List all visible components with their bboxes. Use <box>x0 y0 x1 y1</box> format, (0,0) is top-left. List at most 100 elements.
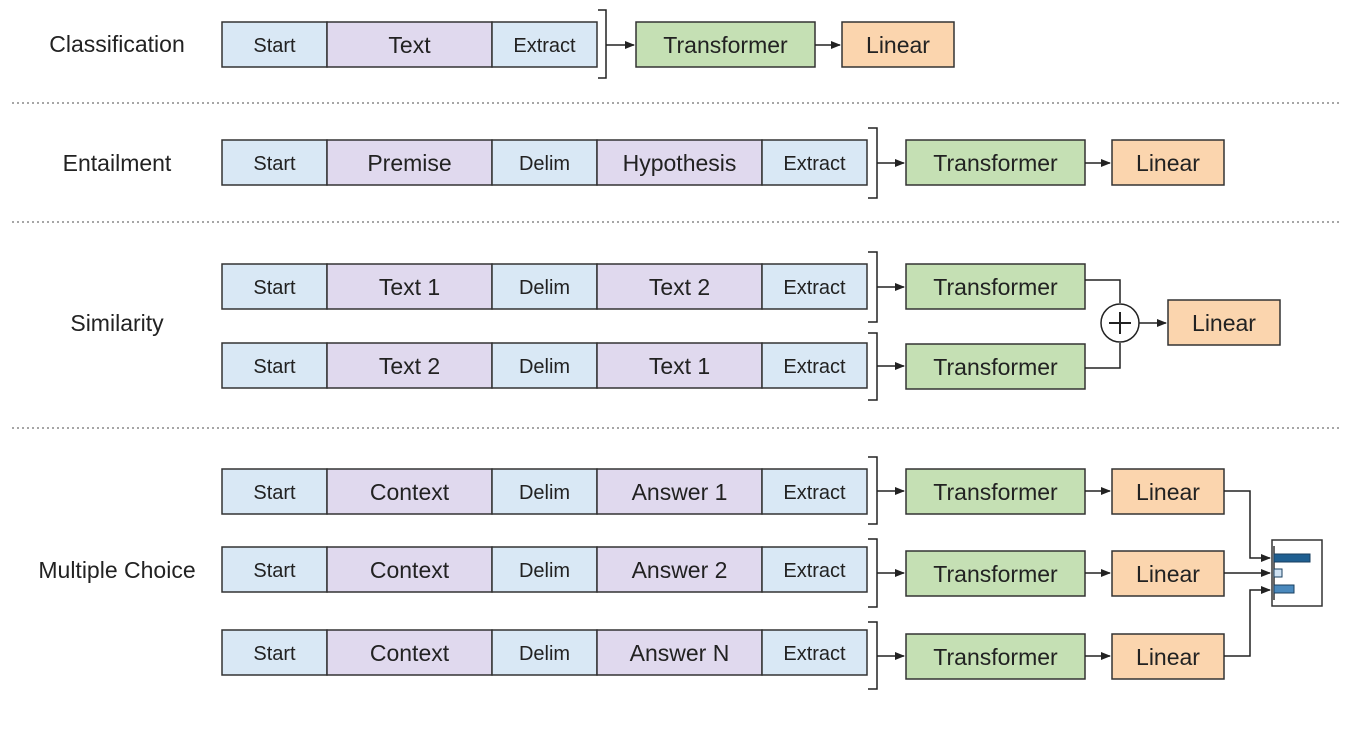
bracket <box>868 251 878 323</box>
token-start <box>221 263 328 310</box>
token-start <box>221 342 328 389</box>
linear-label: Linear <box>1136 561 1200 587</box>
token-text-2 <box>326 342 493 389</box>
token-start-label: Start <box>253 356 296 378</box>
task-label-multiple-choice: Multiple Choice <box>38 557 195 583</box>
token-premise-label: Premise <box>367 150 451 176</box>
token-extract-label: Extract <box>783 277 846 299</box>
linear-label: Linear <box>1136 479 1200 505</box>
transformer-label: Transformer <box>933 479 1058 505</box>
token-hypothesis <box>596 139 763 186</box>
transformer-block <box>635 21 816 68</box>
token-text-1-label: Text 1 <box>379 274 440 300</box>
token-context-label: Context <box>370 479 450 505</box>
token-text-1-label: Text 1 <box>649 353 710 379</box>
token-answer-n-label: Answer N <box>630 640 730 666</box>
softmax-bar <box>1273 568 1283 578</box>
token-text-label: Text <box>388 32 431 58</box>
transformer-block <box>905 343 1086 390</box>
token-delim-label: Delim <box>519 153 570 175</box>
token-context-label: Context <box>370 640 450 666</box>
linear-block <box>841 21 955 68</box>
transformer-block <box>905 139 1086 186</box>
entailment-row: Start Premise Delim Hypothesis Extract T… <box>221 127 1225 199</box>
token-text-2-label: Text 2 <box>649 274 710 300</box>
transformer-label: Transformer <box>933 150 1058 176</box>
similarity-row-2: Start Text 2 Delim Text 1 Extract Transf… <box>221 332 1086 401</box>
connector-line <box>1085 343 1121 369</box>
token-hypothesis-label: Hypothesis <box>623 150 737 176</box>
token-delim-label: Delim <box>519 356 570 378</box>
linear-label: Linear <box>866 32 930 58</box>
transformer-block <box>905 550 1086 597</box>
token-answer-1 <box>596 468 763 515</box>
token-context <box>326 468 493 515</box>
bracket <box>868 456 878 525</box>
similarity-row-1: Start Text 1 Delim Text 2 Extract Transf… <box>221 251 1086 323</box>
token-delim-label: Delim <box>519 643 570 665</box>
transformer-block <box>905 263 1086 310</box>
token-extract <box>761 263 868 310</box>
transformer-label: Transformer <box>663 32 788 58</box>
linear-block <box>1111 633 1225 680</box>
token-start <box>221 629 328 676</box>
bracket <box>598 9 607 79</box>
token-start-label: Start <box>253 482 296 504</box>
token-extract-label: Extract <box>783 482 846 504</box>
token-context <box>326 629 493 676</box>
token-text-1 <box>326 263 493 310</box>
token-start <box>221 468 328 515</box>
token-extract-label: Extract <box>783 356 846 378</box>
token-answer-1-label: Answer 1 <box>632 479 728 505</box>
token-extract <box>761 342 868 389</box>
token-start-label: Start <box>253 560 296 582</box>
token-extract-label: Extract <box>783 153 846 175</box>
softmax-output <box>1224 490 1323 657</box>
token-text <box>326 21 493 68</box>
multiple-choice-row-3: Start Context Delim Answer N Extract Tra… <box>221 621 1225 690</box>
linear-block <box>1111 468 1225 515</box>
token-answer-2 <box>596 546 763 593</box>
softmax-bar <box>1273 584 1295 594</box>
transformer-label: Transformer <box>933 274 1058 300</box>
token-text-2-label: Text 2 <box>379 353 440 379</box>
classification-row: Start Text Extract Transformer Linear <box>221 9 955 79</box>
token-start-label: Start <box>253 153 296 175</box>
token-extract <box>491 21 598 68</box>
linear-label: Linear <box>1136 644 1200 670</box>
token-answer-2-label: Answer 2 <box>632 557 728 583</box>
connector-line <box>1224 490 1271 562</box>
token-context-label: Context <box>370 557 450 583</box>
token-delim-label: Delim <box>519 560 570 582</box>
task-label-classification: Classification <box>49 31 185 57</box>
similarity-merge: Linear <box>1085 279 1281 369</box>
linear-block <box>1167 299 1281 346</box>
multiple-choice-row-1: Start Context Delim Answer 1 Extract Tra… <box>221 456 1225 525</box>
token-delim <box>491 342 598 389</box>
separators <box>12 102 1340 429</box>
token-extract-label: Extract <box>513 35 576 57</box>
linear-label: Linear <box>1136 150 1200 176</box>
softmax-bar <box>1273 553 1311 563</box>
task-label-similarity: Similarity <box>70 310 164 336</box>
bracket <box>868 332 878 401</box>
bracket <box>868 538 878 608</box>
connector-line <box>1224 586 1271 657</box>
multiple-choice-row-2: Start Context Delim Answer 2 Extract Tra… <box>221 538 1225 608</box>
linear-block <box>1111 139 1225 186</box>
token-extract <box>761 629 868 676</box>
token-text-1 <box>596 342 763 389</box>
token-delim <box>491 546 598 593</box>
transformer-label: Transformer <box>933 561 1058 587</box>
token-start-label: Start <box>253 35 296 57</box>
linear-block <box>1111 550 1225 597</box>
transformer-label: Transformer <box>933 644 1058 670</box>
token-extract-label: Extract <box>783 560 846 582</box>
linear-label: Linear <box>1192 310 1256 336</box>
token-context <box>326 546 493 593</box>
token-extract <box>761 468 868 515</box>
token-extract <box>761 139 868 186</box>
token-extract <box>761 546 868 593</box>
connector-line <box>1085 279 1121 303</box>
